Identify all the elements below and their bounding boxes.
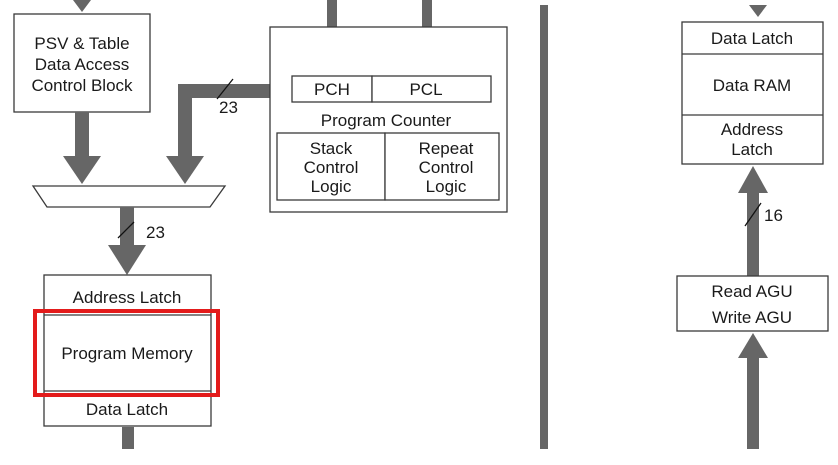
psv-table-block — [13, 13, 151, 113]
bus-width-mux-out: 23 — [146, 223, 165, 242]
data-ram-label: Data RAM — [713, 76, 791, 95]
repeat-control-logic — [384, 132, 500, 201]
psv-label-2: Data Access — [35, 55, 130, 74]
pch-input-bus — [327, 0, 337, 52]
pc-to-mux-bus-v — [178, 84, 192, 158]
stack-label-3: Logic — [311, 177, 352, 196]
psv-label-3: Control Block — [31, 76, 133, 95]
pcl-register — [371, 75, 492, 103]
mux-to-memory-arrowhead — [108, 245, 146, 275]
program-memory-block — [43, 274, 212, 427]
repeat-label-2: Control — [419, 158, 474, 177]
stack-label-1: Stack — [310, 139, 353, 158]
pcl-label: PCL — [409, 80, 442, 99]
data-ram-data-latch: Data Latch — [711, 29, 793, 48]
data-ram-address-2: Latch — [731, 140, 773, 159]
program-counter-title: Program Counter — [321, 111, 452, 130]
repeat-label-1: Repeat — [419, 139, 474, 158]
pcl-input-bus — [422, 0, 432, 52]
highlight-program-memory — [33, 309, 220, 397]
agu-to-ram-bus — [747, 191, 759, 276]
multiplexer — [31, 185, 227, 208]
read-agu-label: Read AGU — [711, 282, 792, 301]
pch-label: PCH — [314, 80, 350, 99]
agu-input-bus — [747, 356, 759, 449]
section-divider — [540, 5, 548, 449]
data-ram-block — [681, 21, 824, 165]
stack-label-2: Control — [304, 158, 359, 177]
repeat-label-3: Logic — [426, 177, 467, 196]
bus-width-tick-top — [216, 78, 234, 100]
program-data-latch: Data Latch — [86, 400, 168, 419]
psv-label-1: PSV & Table — [34, 34, 129, 53]
agu-to-ram-arrowhead — [738, 166, 768, 193]
data-ram-address-1: Address — [721, 120, 783, 139]
bus-width-right: 16 — [764, 206, 783, 225]
pc-to-mux-arrowhead — [166, 156, 204, 184]
program-memory-label: Program Memory — [61, 344, 193, 363]
program-address-latch: Address Latch — [73, 288, 182, 307]
psv-input-arrow — [73, 0, 91, 12]
agu-input-arrowhead — [738, 333, 768, 358]
bus-width-tick-mux — [117, 221, 135, 239]
bus-width-top: 23 — [219, 98, 238, 117]
psv-to-mux-arrowhead — [63, 156, 101, 184]
psv-to-mux-bus — [75, 112, 89, 158]
agu-block — [676, 275, 829, 332]
write-agu-label: Write AGU — [712, 308, 792, 327]
data-ram-input-arrow — [749, 5, 767, 17]
mux-to-memory-bus — [120, 207, 134, 247]
program-memory-output-bus — [122, 427, 134, 449]
bus-width-tick-right — [744, 202, 762, 227]
